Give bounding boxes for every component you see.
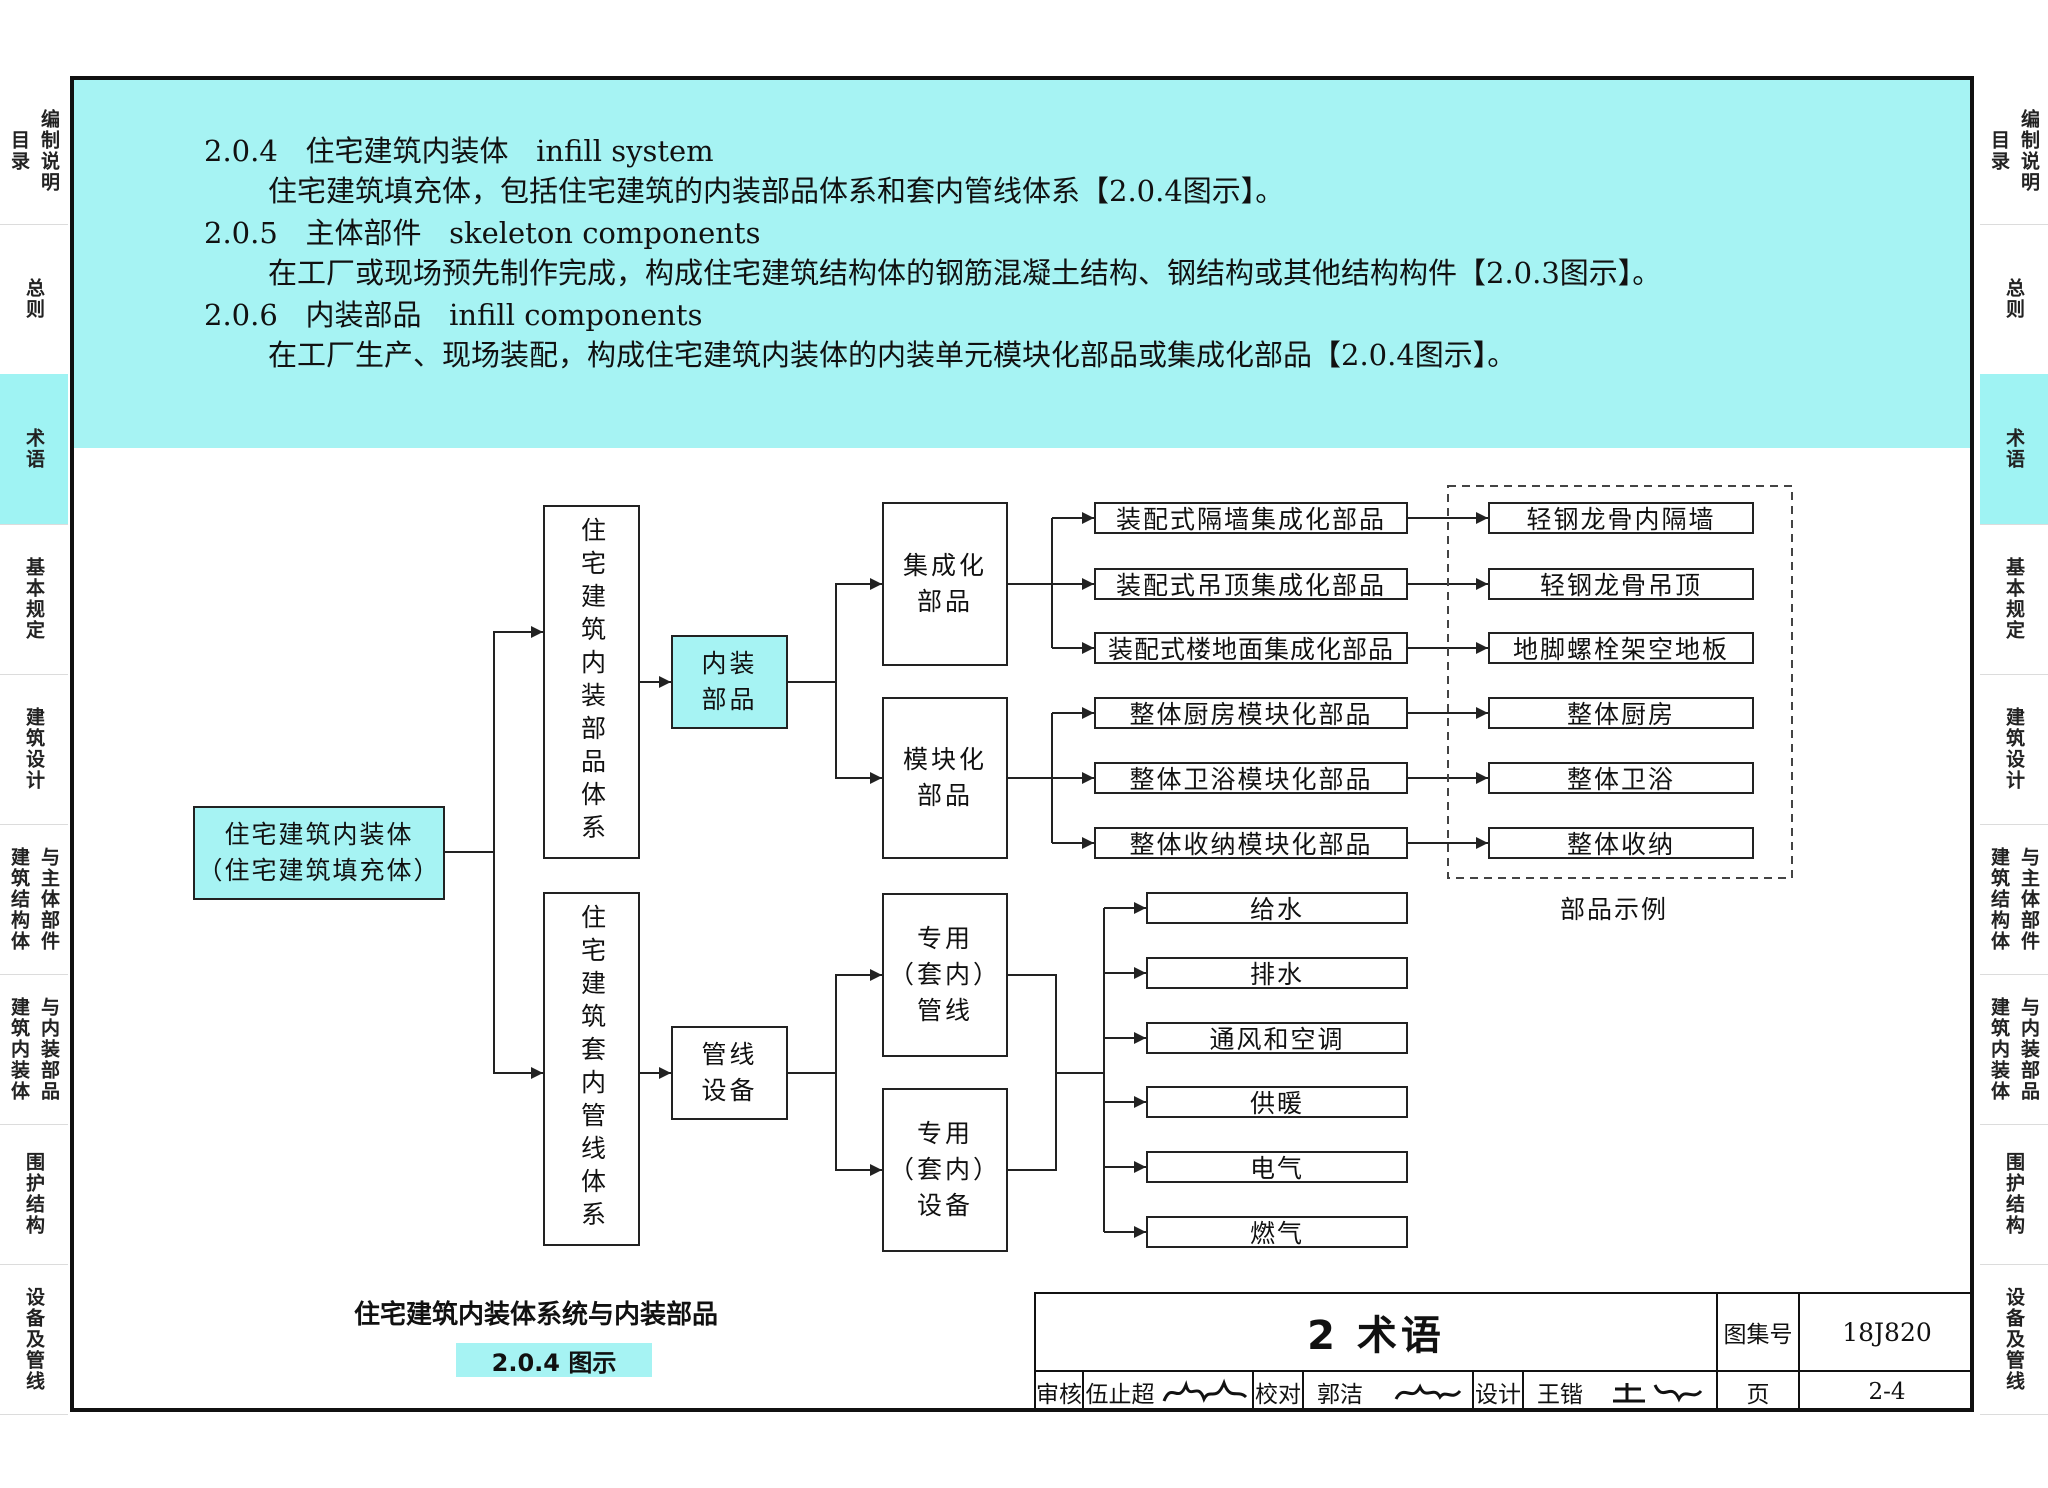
side-tab-label: 编制说明 (38, 109, 60, 193)
side-tab-label: 建筑设计 (23, 707, 45, 791)
side-tab-label: 与主体部件 (38, 846, 60, 952)
example-box: 整体卫浴 (1488, 762, 1754, 794)
drawing-frame (70, 76, 1974, 1412)
signature-icon (1394, 1383, 1462, 1400)
side-tab[interactable]: 基本规定 (0, 524, 68, 675)
side-tab[interactable]: 建筑结构体与主体部件 (0, 824, 68, 975)
component-box: 装配式楼地面集成化部品 (1094, 632, 1408, 664)
side-tab[interactable]: 建筑设计 (0, 674, 68, 825)
component-box: 整体收纳模块化部品 (1094, 827, 1408, 859)
sub-box-infill: 内装部品 (671, 635, 788, 729)
signature-icon (1162, 1378, 1248, 1403)
side-tab-label: 目录 (8, 130, 30, 172)
example-box: 轻钢龙骨内隔墙 (1488, 502, 1754, 534)
utility-box: 电气 (1146, 1151, 1408, 1183)
system-box-infill-components: 住宅建筑内装部品体系 (543, 505, 640, 859)
term-2-0-6-heading: 2.0.6 内装部品 infill components (204, 298, 703, 332)
title-block: 2 术语 图集号 18J820 审核 伍止超 校对 郭洁 设计 王锴 页 2-4 (1034, 1292, 1974, 1412)
check-label: 校对 (1254, 1372, 1304, 1412)
side-tab-label: 术语 (2003, 428, 2025, 470)
category-modular: 模块化部品 (882, 697, 1008, 859)
side-tab[interactable]: 围护结构 (1980, 1124, 2048, 1265)
component-box: 装配式隔墙集成化部品 (1094, 502, 1408, 534)
side-tab[interactable]: 围护结构 (0, 1124, 68, 1265)
side-tab-label: 设备及管线 (23, 1286, 45, 1392)
side-tab-label: 围护结构 (23, 1152, 45, 1236)
utility-box: 排水 (1146, 957, 1408, 989)
side-tab-label: 建筑结构体 (1988, 846, 2010, 952)
example-box: 整体厨房 (1488, 697, 1754, 729)
side-tab[interactable]: 目录编制说明 (0, 78, 68, 225)
example-box: 地脚螺栓架空地板 (1488, 632, 1754, 664)
side-tab-label: 围护结构 (2003, 1152, 2025, 1236)
design-label: 设计 (1474, 1372, 1524, 1412)
side-tab[interactable]: 建筑结构体与主体部件 (1980, 824, 2048, 975)
example-box: 整体收纳 (1488, 827, 1754, 859)
category-integrated: 集成化部品 (882, 502, 1008, 666)
component-box: 整体厨房模块化部品 (1094, 697, 1408, 729)
figure-caption: 住宅建筑内装体系统与内装部品 (354, 1300, 719, 1330)
side-tab[interactable]: 设备及管线 (1980, 1264, 2048, 1415)
category-equipment: 专用（套内）设备 (882, 1088, 1008, 1252)
term-2-0-4-heading: 2.0.4 住宅建筑内装体 infill system (204, 134, 714, 168)
side-tab[interactable]: 建筑内装体与内装部品 (1980, 974, 2048, 1125)
side-tab[interactable]: 目录编制说明 (1980, 78, 2048, 225)
side-tab-label: 设备及管线 (2003, 1286, 2025, 1392)
side-tab[interactable]: 术语 (1980, 374, 2048, 525)
side-tab-label: 基本规定 (2003, 557, 2025, 641)
side-tab[interactable]: 建筑内装体与内装部品 (0, 974, 68, 1125)
atlas-label: 图集号 (1718, 1292, 1800, 1372)
designer-signature (1596, 1372, 1718, 1412)
side-tab-label: 与主体部件 (2018, 846, 2040, 952)
side-tab-label: 与内装部品 (38, 996, 60, 1102)
side-tab-label: 总则 (2003, 278, 2025, 320)
figure-label: 2.0.4 图示 (456, 1343, 652, 1377)
side-tab-label: 基本规定 (23, 557, 45, 641)
component-box: 装配式吊顶集成化部品 (1094, 568, 1408, 600)
review-label: 审核 (1034, 1372, 1084, 1412)
page-number: 2-4 (1868, 1379, 1906, 1405)
atlas-number: 18J820 (1800, 1292, 1974, 1372)
utility-box: 给水 (1146, 892, 1408, 924)
term-2-0-4-definition: 住宅建筑填充体，包括住宅建筑的内装部品体系和套内管线体系【2.0.4图示】。 (268, 174, 1285, 208)
checker-name: 郭洁 (1317, 1382, 1363, 1408)
designer-name: 王锴 (1537, 1382, 1583, 1408)
side-tab-label: 编制说明 (2018, 109, 2040, 193)
side-tab-label: 与内装部品 (2018, 996, 2040, 1102)
side-tab-label: 建筑内装体 (1988, 996, 2010, 1102)
component-box: 整体卫浴模块化部品 (1094, 762, 1408, 794)
utility-box: 通风和空调 (1146, 1022, 1408, 1054)
utility-box: 供暖 (1146, 1086, 1408, 1118)
system-box-pipeline: 住宅建筑套内管线体系 (543, 892, 640, 1246)
utility-box: 燃气 (1146, 1216, 1408, 1248)
root-box: 住宅建筑内装体（住宅建筑填充体） (193, 806, 445, 900)
term-2-0-6-definition: 在工厂生产、现场装配，构成住宅建筑内装体的内装单元模块化部品或集成化部品【2.0… (268, 338, 1517, 372)
sub-box-pipe-equipment: 管线设备 (671, 1026, 788, 1120)
examples-label: 部品示例 (1560, 895, 1669, 924)
reviewer-name: 伍止超 (1085, 1382, 1155, 1408)
side-tab-label: 建筑结构体 (8, 846, 30, 952)
reviewer-signature (1156, 1372, 1254, 1412)
side-tab-label: 建筑设计 (2003, 707, 2025, 791)
side-tab-label: 总则 (23, 278, 45, 320)
checker-signature (1376, 1372, 1474, 1412)
terms-band (74, 80, 1970, 448)
side-tab[interactable]: 术语 (0, 374, 68, 525)
term-2-0-5-definition: 在工厂或现场预先制作完成，构成住宅建筑结构体的钢筋混凝土结构、钢结构或其他结构构… (268, 256, 1662, 290)
term-2-0-5-heading: 2.0.5 主体部件 skeleton components (204, 216, 761, 250)
example-box: 轻钢龙骨吊顶 (1488, 568, 1754, 600)
page-label: 页 (1718, 1372, 1800, 1412)
category-pipe: 专用（套内）管线 (882, 893, 1008, 1057)
side-tab-label: 术语 (23, 428, 45, 470)
title-cell: 2 术语 (1034, 1292, 1718, 1372)
side-tab-label: 建筑内装体 (8, 996, 30, 1102)
signature-icon (1613, 1383, 1703, 1403)
side-tab[interactable]: 基本规定 (1980, 524, 2048, 675)
side-tab[interactable]: 建筑设计 (1980, 674, 2048, 825)
side-tab-label: 目录 (1988, 130, 2010, 172)
side-tab[interactable]: 设备及管线 (0, 1264, 68, 1415)
